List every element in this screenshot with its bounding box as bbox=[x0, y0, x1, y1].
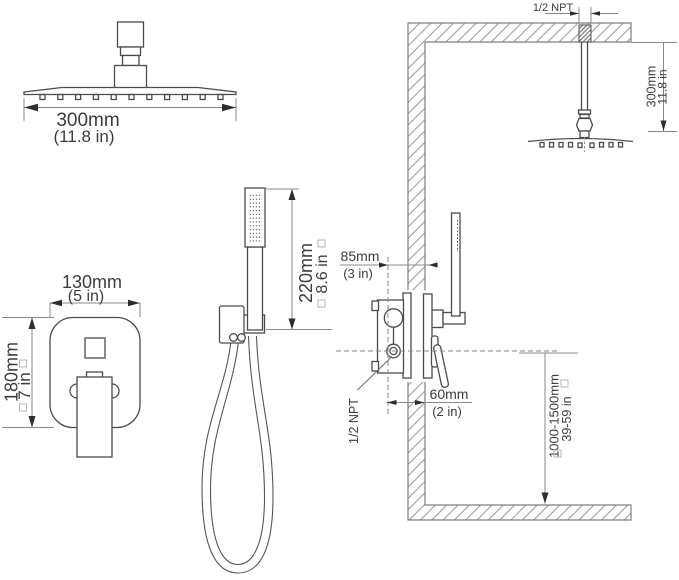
valve-height-in-label: 39-59 in bbox=[560, 396, 574, 441]
dim-rough-in-max: 85mm (3 in) bbox=[340, 248, 438, 281]
ceiling-wall-floor-section bbox=[407, 22, 632, 521]
valve-width-mm-label: 130mm bbox=[62, 272, 122, 292]
head-width-mm-label: 300mm bbox=[56, 110, 119, 131]
wand-side bbox=[450, 212, 461, 317]
valve-thread-label: 1/2 NPT bbox=[347, 398, 361, 444]
holder-wall-plate bbox=[218, 305, 245, 344]
valve-height-mm-label: 180mm bbox=[1, 342, 21, 402]
hose-inner-edge bbox=[209, 335, 266, 566]
hand-shower-front: 220mm 8.6 in bbox=[201, 187, 332, 574]
glyph-box-icon bbox=[553, 449, 562, 458]
valve-handle bbox=[76, 376, 113, 458]
head-nozzles bbox=[39, 93, 224, 101]
valve-cartridge-circle bbox=[383, 308, 404, 328]
arrow-left-icon bbox=[428, 262, 438, 268]
arm-ring bbox=[577, 109, 592, 115]
head-connector-base bbox=[113, 64, 148, 89]
handle-pivot-left bbox=[69, 383, 78, 399]
rain-head-nozzles-side bbox=[539, 141, 624, 149]
valve-height-in-label: 7 in bbox=[15, 372, 34, 399]
glyph-box-icon bbox=[19, 359, 27, 368]
head-width-in-label: (11.8 in) bbox=[53, 127, 114, 146]
arrow-left-icon bbox=[50, 299, 62, 307]
rough-in-max-in-label: (3 in) bbox=[343, 266, 373, 281]
dim-rough-in-min: 60mm (2 in) bbox=[386, 386, 472, 419]
arrow-left-icon bbox=[387, 400, 397, 405]
arrow-down-icon bbox=[660, 120, 667, 131]
hose-nut bbox=[229, 333, 238, 342]
arrow-up-icon bbox=[288, 189, 296, 200]
head-connector-ring bbox=[119, 46, 142, 57]
head-mount bbox=[579, 130, 590, 139]
dim-ceiling-thread: 1/2 NPT bbox=[533, 2, 618, 24]
arrow-right-icon bbox=[415, 400, 425, 405]
handle-lever-side bbox=[433, 344, 450, 388]
ball-joint bbox=[575, 117, 594, 132]
arrow-right-icon bbox=[379, 262, 388, 268]
valve-body-side bbox=[376, 299, 405, 374]
hose-nut bbox=[237, 333, 246, 342]
dim-valve-height: 1000-1500mm 39-59 in bbox=[519, 352, 578, 504]
dim-head-width: 300mm (11.8 in) bbox=[23, 98, 237, 146]
arrow-up-icon bbox=[28, 317, 36, 329]
dim-valve-width: 130mm (5 in) bbox=[49, 272, 141, 317]
glyph-box-icon bbox=[19, 403, 27, 412]
valve-height-mm-label: 1000-1500mm bbox=[547, 374, 562, 458]
arrow-left-icon bbox=[591, 11, 600, 16]
valve-mount-plate bbox=[402, 292, 412, 379]
arm-drop-in-label: 11.8 in bbox=[656, 69, 670, 104]
valve-thread-callout: 1/2 NPT bbox=[347, 356, 393, 444]
wand-handle bbox=[246, 246, 264, 331]
wand-length-in-label: 8.6 in bbox=[314, 254, 331, 293]
installation-side-view: 1/2 NPT 300mm 11.8 in bbox=[336, 2, 677, 521]
valve-port bbox=[371, 360, 380, 372]
wand-spray-face bbox=[248, 192, 262, 242]
ceiling-thread-label: 1/2 NPT bbox=[533, 2, 574, 14]
glyph-box-icon bbox=[317, 299, 326, 308]
valve-width-in-label: (5 in) bbox=[68, 288, 104, 305]
arrow-right-icon bbox=[570, 11, 579, 16]
arrow-down-icon bbox=[541, 492, 549, 504]
arrow-left-icon bbox=[24, 103, 38, 112]
leader-line bbox=[357, 356, 393, 391]
rough-in-min-mm-label: 60mm bbox=[430, 386, 469, 402]
ceiling-thread-nipple bbox=[578, 24, 592, 43]
arrow-down-icon bbox=[288, 318, 296, 330]
arrow-right-icon bbox=[222, 103, 236, 112]
dim-wand-length: 220mm 8.6 in bbox=[266, 188, 332, 330]
head-panel bbox=[23, 86, 237, 96]
rain-head-side bbox=[527, 137, 634, 143]
valve-port bbox=[371, 300, 380, 312]
arm-ring bbox=[579, 113, 590, 119]
hose-outer-edge bbox=[201, 335, 274, 574]
glyph-box-icon bbox=[560, 379, 569, 388]
rough-in-min-in-label: (2 in) bbox=[432, 404, 462, 419]
rain-shower-head-front: 300mm (11.8 in) bbox=[23, 21, 237, 146]
arm-drop-mm-label: 300mm bbox=[644, 66, 658, 108]
arrow-down-icon bbox=[28, 416, 36, 428]
arrow-right-icon bbox=[128, 299, 140, 307]
handle-pivot-right bbox=[111, 383, 120, 399]
head-connector-top bbox=[116, 21, 145, 48]
valve-inlet-circle-inner bbox=[389, 346, 398, 356]
head-connector-ring2 bbox=[121, 54, 140, 67]
diverter-button bbox=[84, 337, 106, 359]
mixer-valve-front: 180mm 7 in 130mm (5 in) bbox=[1, 272, 141, 458]
wand-length-mm-label: 220mm bbox=[296, 243, 316, 303]
valve-trim-side bbox=[422, 293, 433, 379]
dim-arm-drop: 300mm 11.8 in bbox=[631, 42, 677, 132]
glyph-box-icon bbox=[317, 239, 326, 248]
rough-in-max-mm-label: 85mm bbox=[341, 248, 380, 264]
